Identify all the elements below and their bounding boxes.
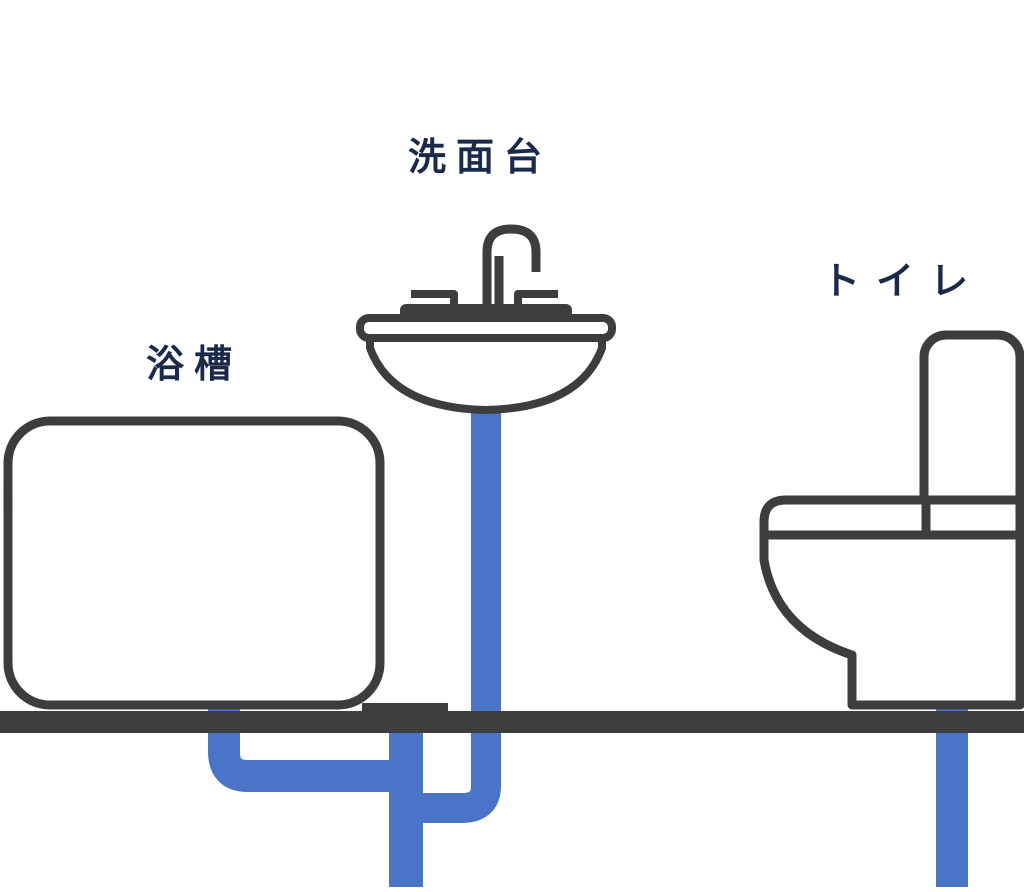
bathtub-icon (3, 416, 385, 710)
bathtub-body (3, 416, 385, 710)
sink-icon (356, 224, 616, 414)
sink-label: 洗面台 (408, 135, 553, 179)
sink-faucet-plate (400, 304, 572, 322)
bathtub-label: 浴槽 (146, 342, 243, 386)
sink-bowl (366, 338, 606, 414)
sink-drain-pipe (406, 412, 501, 823)
bathtub-drain-pipe (208, 702, 406, 792)
sink-faucet-neck (482, 224, 541, 308)
floor-line (0, 711, 1024, 733)
sink-handle-left (411, 290, 458, 314)
sink-handle-right (514, 290, 558, 314)
toilet-bowl (759, 495, 1024, 710)
toilet-icon (759, 330, 1024, 710)
toilet-label: トイレ (822, 259, 985, 303)
drain-cap (362, 703, 448, 713)
